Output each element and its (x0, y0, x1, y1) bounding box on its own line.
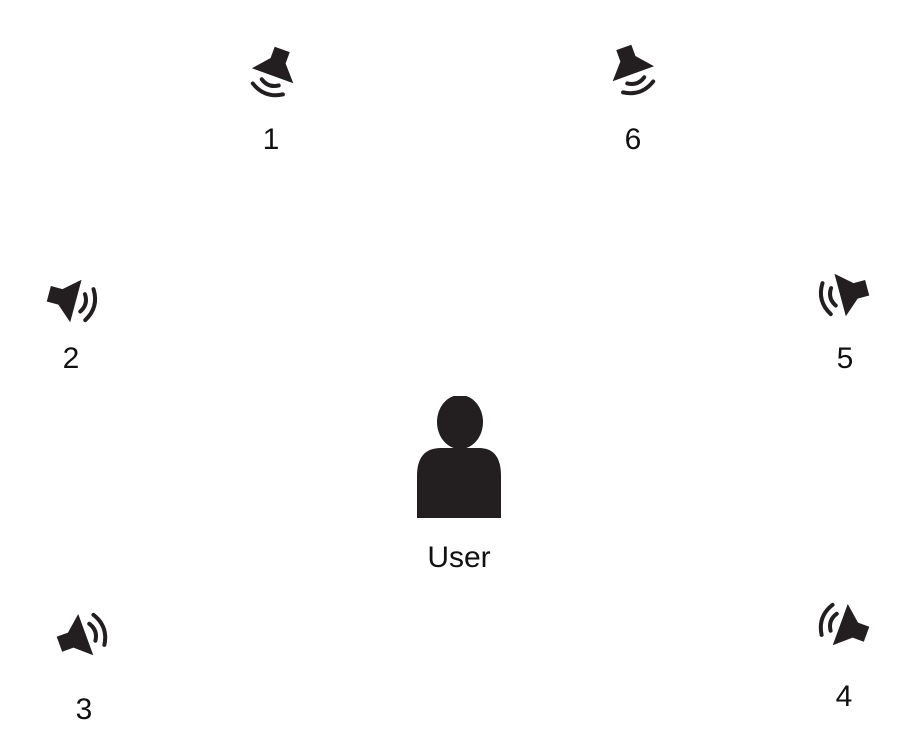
speaker-3-icon (49, 604, 114, 668)
speaker-6-label: 6 (624, 123, 642, 156)
speaker-5-label: 5 (836, 342, 854, 375)
speaker-4-icon (812, 594, 877, 658)
speaker-6-icon (600, 37, 664, 102)
speaker-2-icon (40, 268, 104, 332)
person-icon (415, 396, 503, 520)
speaker-4-label: 4 (835, 680, 853, 713)
speaker-5-icon (812, 262, 876, 326)
speaker-3-label: 3 (75, 693, 93, 726)
user-label: User (427, 541, 491, 574)
speaker-1-label: 1 (262, 123, 280, 156)
speaker-1-icon (242, 39, 306, 104)
speaker-2-label: 2 (62, 342, 80, 375)
